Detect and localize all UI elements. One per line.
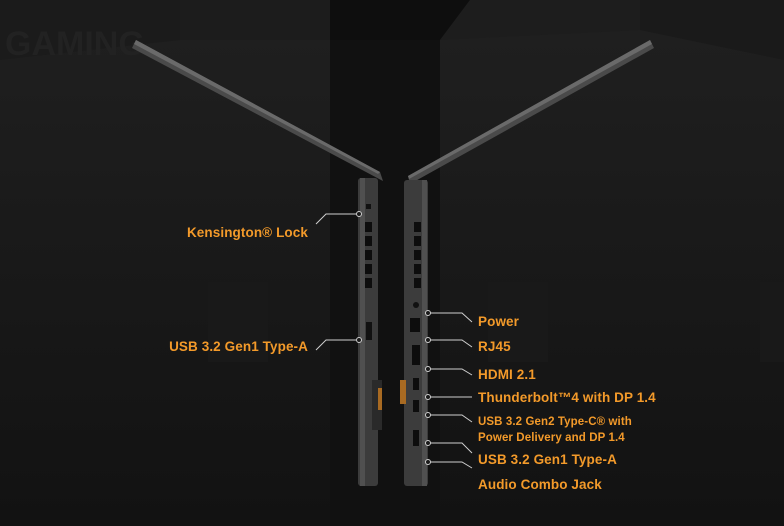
label-power: Power xyxy=(478,314,520,329)
right-laptop-side-view xyxy=(400,40,654,486)
right-leader-lines xyxy=(425,310,473,469)
label-audio-jack: Audio Combo Jack xyxy=(478,477,602,492)
background-brand-text: GAMING xyxy=(5,25,145,63)
label-right-usb-a: USB 3.2 Gen1 Type-A xyxy=(478,452,617,467)
left-leader-lines xyxy=(315,211,362,351)
label-usb-c: USB 3.2 Gen2 Type-C® with Power Delivery… xyxy=(478,416,632,444)
label-kensington-lock: Kensington® Lock xyxy=(186,225,308,240)
label-hdmi: HDMI 2.1 xyxy=(478,367,536,382)
left-laptop-side-view xyxy=(132,40,383,486)
label-thunderbolt: Thunderbolt™4 with DP 1.4 xyxy=(478,390,656,405)
label-left-usb-a: USB 3.2 Gen1 Type-A xyxy=(169,339,308,354)
label-rj45: RJ45 xyxy=(478,339,511,354)
